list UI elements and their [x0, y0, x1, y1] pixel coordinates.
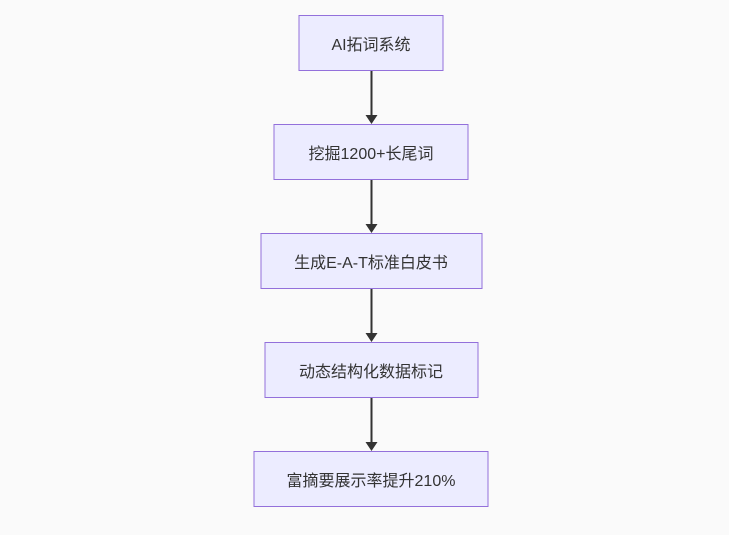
flow-node-rich-snippet-result: 富摘要展示率提升210% — [253, 451, 489, 507]
flow-node-eat-whitepaper: 生成E-A-T标准白皮书 — [260, 233, 482, 289]
arrow-line — [370, 289, 372, 334]
arrowhead-icon — [365, 442, 377, 451]
flow-node-ai-keyword-system: AI拓词系统 — [298, 15, 444, 71]
arrowhead-icon — [365, 115, 377, 124]
arrow-down-icon — [365, 71, 377, 124]
arrow-down-icon — [365, 180, 377, 233]
arrow-down-icon — [365, 289, 377, 342]
arrowhead-icon — [365, 333, 377, 342]
arrow-line — [370, 398, 372, 443]
flowchart: AI拓词系统 挖掘1200+长尾词 生成E-A-T标准白皮书 动态结构化数据标记… — [253, 15, 489, 507]
flow-node-longtail-mining: 挖掘1200+长尾词 — [273, 124, 469, 180]
flow-node-structured-data-markup: 动态结构化数据标记 — [264, 342, 478, 398]
arrow-down-icon — [365, 398, 377, 451]
arrow-line — [370, 180, 372, 225]
arrow-line — [370, 71, 372, 116]
arrowhead-icon — [365, 224, 377, 233]
